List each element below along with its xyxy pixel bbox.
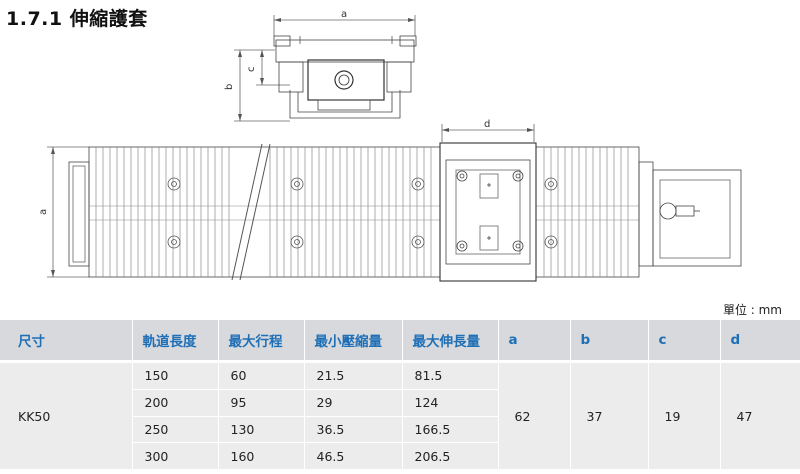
dim-label-a-side: a [38, 209, 49, 215]
header-a: a [498, 320, 571, 363]
dim-label-a-top: a [341, 9, 347, 20]
table-row: KK50 150 60 21.5 81.5 62 37 19 47 [0, 361, 800, 470]
max-extension-cell: 166.5 [402, 416, 499, 444]
spec-table: 尺寸 軌道長度 最大行程 最小壓縮量 最大伸長量 a b c d KK50 15… [0, 320, 800, 470]
max-extension-cell: 124 [402, 389, 499, 417]
header-min-compression: 最小壓縮量 [304, 320, 403, 363]
d-cell: 47 [720, 361, 800, 470]
c-cell: 19 [648, 361, 721, 470]
max-extension-cell: 81.5 [402, 361, 499, 390]
min-compression-cell: 29 [304, 389, 403, 417]
page-title: 1.7.1 伸縮護套 [6, 8, 148, 30]
dim-label-d: d [484, 119, 490, 130]
table-row: 300 160 46.5 206.5 [0, 442, 800, 470]
max-stroke-cell: 95 [218, 389, 305, 417]
header-c: c [648, 320, 721, 363]
table-row: 250 130 36.5 166.5 [0, 416, 800, 444]
table-row: 200 95 29 124 [0, 389, 800, 417]
header-rail-length: 軌道長度 [132, 320, 219, 363]
unit-label: 單位 : mm [722, 303, 782, 317]
max-stroke-cell: 130 [218, 416, 305, 444]
dim-label-c: c [246, 67, 257, 73]
max-extension-cell: 206.5 [402, 442, 499, 470]
header-d: d [720, 320, 800, 363]
min-compression-cell: 36.5 [304, 416, 403, 444]
rail-length-cell: 150 [132, 361, 219, 390]
header-size: 尺寸 [0, 320, 133, 363]
header-max-extension: 最大伸長量 [402, 320, 499, 363]
min-compression-cell: 21.5 [304, 361, 403, 390]
header-max-stroke: 最大行程 [218, 320, 305, 363]
model-cell: KK50 [0, 361, 133, 470]
dim-label-b: b [224, 84, 235, 90]
rail-length-cell: 200 [132, 389, 219, 417]
side-view [47, 124, 742, 282]
a-cell: 62 [498, 361, 571, 470]
table-header-row: 尺寸 軌道長度 最大行程 最小壓縮量 最大伸長量 a b c d [0, 320, 800, 363]
end-view [234, 15, 417, 122]
min-compression-cell: 46.5 [304, 442, 403, 470]
max-stroke-cell: 160 [218, 442, 305, 470]
header-b: b [570, 320, 649, 363]
rail-length-cell: 300 [132, 442, 219, 470]
max-stroke-cell: 60 [218, 361, 305, 390]
bellows-drawing: a b c d a [38, 9, 742, 282]
rail-length-cell: 250 [132, 416, 219, 444]
b-cell: 37 [570, 361, 649, 470]
